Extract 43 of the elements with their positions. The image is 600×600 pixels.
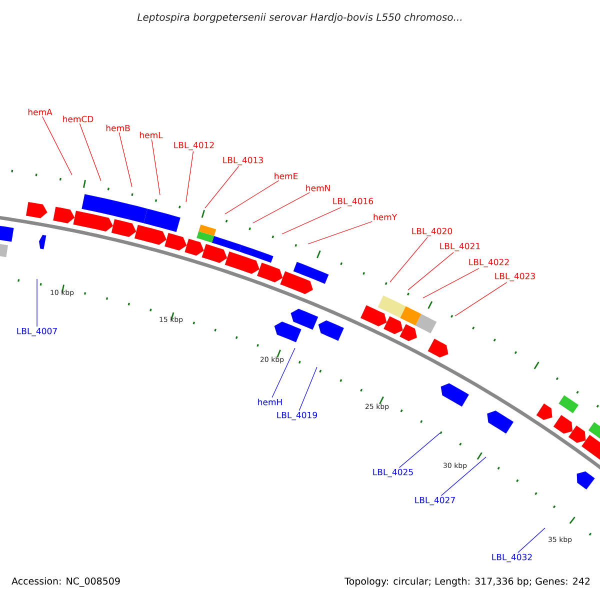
- footer-text: Topology: circular; Length: 317,336 bp; Genes: 242: [344, 577, 590, 587]
- gene-label: LBL_4027: [415, 496, 455, 506]
- leader-line: [151, 139, 160, 196]
- leader-line: [518, 528, 546, 553]
- gene-label: LBL_4007: [17, 328, 57, 336]
- leader-line: [204, 166, 239, 208]
- gene-label: hemY: [374, 214, 398, 220]
- gene-label: hemN: [306, 184, 330, 192]
- leader-line: [454, 282, 508, 316]
- gene-label: LBL_4023: [495, 272, 535, 282]
- gene-label: LBL_4020: [412, 228, 452, 236]
- leader-line: [408, 252, 454, 290]
- gene-label: hemL: [140, 132, 163, 138]
- gene-label: LBL_4022: [469, 258, 509, 268]
- leader-line: [79, 123, 102, 182]
- leader-line: [118, 132, 132, 188]
- gene-label: LBL_4032: [492, 554, 532, 562]
- leader-line: [298, 366, 318, 411]
- leader-line: [422, 268, 480, 298]
- gene-label: LBL_4025: [373, 468, 413, 478]
- leader-line: [36, 278, 38, 327]
- leader-line: [282, 207, 342, 234]
- gene-label: hemA: [28, 108, 52, 116]
- leader-line: [42, 116, 72, 176]
- leader-line: [440, 456, 486, 496]
- gene-label: LBL_4021: [440, 242, 480, 252]
- leader-line: [224, 180, 280, 214]
- gene-label: LBL_4019: [277, 412, 317, 420]
- title: Leptospira borgpetersenii serovar Hardjo-bovis L550 chromoso...: [137, 13, 462, 23]
- leader-line: [252, 192, 310, 224]
- gene-label: hemE: [274, 172, 298, 180]
- gene-label: hemB: [106, 124, 130, 132]
- leader-line: [186, 151, 194, 202]
- footer-text: Accession: NC_008509: [12, 577, 120, 587]
- leader-line: [390, 237, 428, 282]
- gene-label: hemCD: [63, 116, 94, 122]
- gene-label: LBL_4016: [333, 198, 374, 206]
- leader-line: [272, 348, 296, 398]
- gene-label: LBL_4013: [223, 156, 263, 166]
- leader-line: [308, 221, 372, 244]
- leader-line: [399, 432, 440, 468]
- gene-label: hemH: [258, 398, 282, 406]
- gene-label: LBL_4012: [174, 142, 214, 150]
